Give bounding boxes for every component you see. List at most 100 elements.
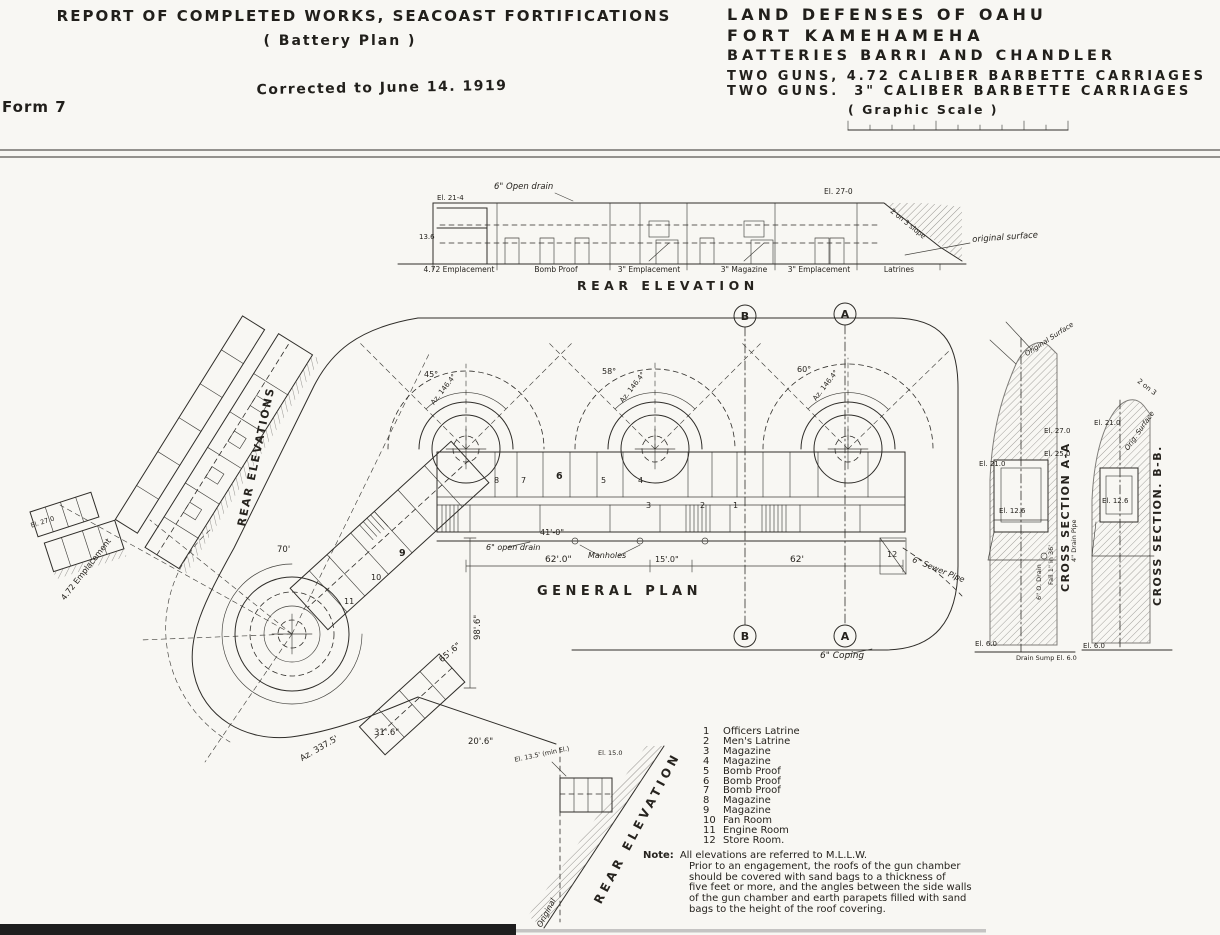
- cross-a-el-25: El. 25.0: [1044, 450, 1071, 458]
- cross-b-el-12: El. 12.6: [1102, 497, 1129, 505]
- note-line: Prior to an engagement, the roofs of the…: [689, 860, 961, 872]
- sheet-subtitle: ( Battery Plan ): [263, 33, 417, 49]
- rear-elevation-top-drawing: [397, 192, 971, 271]
- dim-98: 98'.6": [473, 614, 483, 640]
- graphic-scale-ruler: [847, 120, 1069, 131]
- title-guns-472: TWO GUNS, 4.72 CALIBER BARBETTE CARRIAGE…: [727, 69, 1207, 84]
- form-number: Form 7: [2, 98, 67, 116]
- dim-62-right: 62': [790, 555, 804, 565]
- room-number-6: 6: [556, 471, 563, 482]
- section-marker-b-top: B: [740, 310, 750, 323]
- sheet-title: REPORT OF COMPLETED WORKS, SEACOAST FORT…: [56, 7, 672, 25]
- arc-angle-right: 60°: [797, 365, 812, 374]
- bl-el-150: El. 15.0: [598, 749, 623, 757]
- dim-41: 41'-0": [540, 528, 565, 537]
- room-number-4: 4: [638, 476, 644, 485]
- flank-rear-elevations-drawing: [114, 315, 321, 574]
- room-number-7: 7: [521, 476, 527, 485]
- open-drain-label: 6" Open drain: [494, 182, 554, 192]
- cross-section-a-title: CROSS SECTION A-A: [1059, 442, 1072, 592]
- section-label-bombproof: Bomb Proof: [534, 265, 578, 274]
- title-fort: FORT KAMEHAMEHA: [727, 26, 985, 45]
- sheet-note: Note: All elevations are referred to M.L…: [643, 850, 972, 916]
- dim-62-left: 62'.0": [545, 555, 572, 565]
- wing-structure: [289, 440, 490, 631]
- dim-20: 20'.6": [468, 737, 494, 747]
- room-number-10: 10: [371, 573, 382, 582]
- scan-artifact-bar: [0, 924, 516, 935]
- cross-a-el-21: El. 21.0: [979, 460, 1006, 468]
- cross-section-b-title: CROSS SECTION. B-B.: [1151, 445, 1164, 606]
- room-number-12: 12: [887, 550, 898, 559]
- rear-elevation-bl-drawing: [528, 745, 665, 929]
- el-21-label: El. 21-4: [437, 194, 464, 202]
- scan-artifact-line: [516, 929, 986, 933]
- note-line: should be covered with sand bags to a th…: [689, 871, 946, 883]
- dim-31: 31'.6": [374, 728, 400, 738]
- coping-label: 6" Coping: [820, 651, 865, 661]
- section-label-3emp-1: 3" Emplacement: [617, 265, 681, 274]
- room-number-11: 11: [344, 597, 355, 606]
- el-27-label: El. 27-0: [824, 187, 853, 196]
- room-number-5: 5: [601, 476, 607, 485]
- general-plan-drawing: [59, 302, 963, 763]
- circular-emplacement: [59, 351, 431, 763]
- section-label-472emp: 4.72 Emplacement: [423, 265, 495, 274]
- section-marker-a-top: A: [840, 308, 850, 321]
- rear-elevation-title: REAR ELEVATION: [577, 278, 759, 293]
- cross-b-el-21: El. 21.0: [1094, 419, 1121, 427]
- cross-a-fall-note: Fall 1" in 36': [1047, 544, 1055, 585]
- section-label-3mag: 3" Magazine: [720, 265, 768, 274]
- gun-emplacement-right: [800, 401, 896, 484]
- note-label: Note:: [643, 850, 674, 861]
- manholes-label: Manholes: [588, 551, 627, 560]
- room-number-9: 9: [399, 548, 406, 559]
- title-batteries: BATTERIES BARRI AND CHANDLER: [727, 48, 1117, 64]
- general-plan-title: GENERAL PLAN: [537, 584, 702, 599]
- cross-b-el-6: El. 6.0: [1083, 642, 1105, 650]
- graphic-scale-label: ( Graphic Scale ): [848, 102, 999, 117]
- note-line: bags to the height of the roof covering.: [689, 903, 886, 915]
- far-left-elevation-drawing: [29, 491, 127, 580]
- room-number-1: 1: [733, 501, 739, 510]
- cross-section-b-drawing: [1081, 399, 1173, 651]
- cross-a-drain-pipe-label: 4" Drain Pipe: [1070, 519, 1078, 562]
- el-13-label: 13.6: [419, 233, 435, 241]
- cross-a-sump-label: Drain Sump El. 6.0: [1016, 654, 1077, 662]
- section-marker-b-bottom: B: [740, 630, 750, 643]
- room-number-3: 3: [646, 501, 652, 510]
- cross-a-el-6: El. 6.0: [975, 640, 997, 648]
- cross-a-el-12: El. 12.6: [999, 507, 1026, 515]
- latrine-block: [358, 653, 466, 756]
- section-label-latrines: Latrines: [883, 265, 915, 274]
- dim-15: 15'.0": [655, 555, 679, 564]
- plan-open-drain: 6" open drain: [486, 543, 541, 552]
- title-land-defenses: LAND DEFENSES OF OAHU: [727, 5, 1047, 24]
- note-line: five feet or more, and the angles betwee…: [689, 882, 972, 894]
- section-label-3emp-2: 3" Emplacement: [787, 265, 851, 274]
- note-line: of the gun chamber and earth parapets fi…: [689, 893, 967, 905]
- note-line: All elevations are referred to M.L.L.W.: [679, 850, 868, 861]
- cross-section-a-drawing: [974, 321, 1076, 653]
- arc-angle-left: 45°: [424, 370, 439, 379]
- section-marker-a-bottom: A: [840, 630, 850, 643]
- room-number-2: 2: [700, 501, 706, 510]
- gun-emplacement-left: [418, 401, 514, 484]
- dim-70: 70': [277, 545, 291, 555]
- cross-a-drain-label: 6" O. Drain: [1035, 564, 1043, 600]
- arc-angle-mid: 58°: [602, 367, 617, 376]
